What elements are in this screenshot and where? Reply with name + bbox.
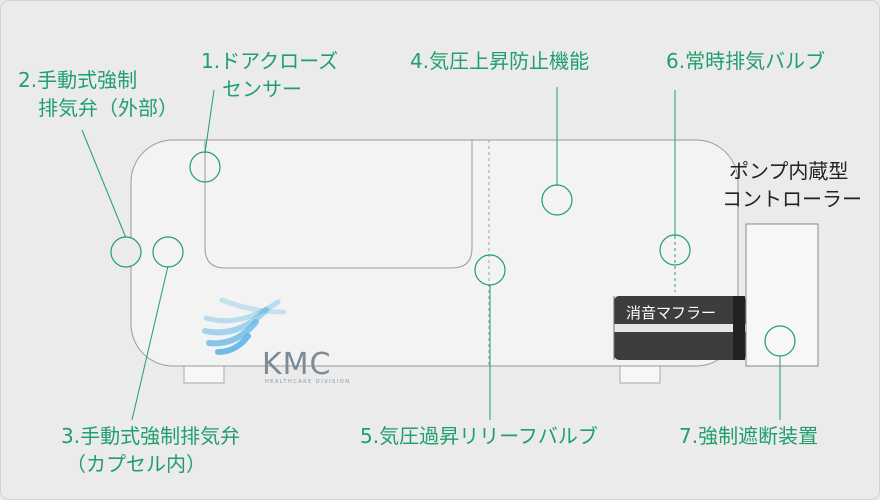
label-forced-shutoff-device: 7.強制遮断装置: [679, 424, 818, 448]
label-manual-valve-capsule-line1: 3.手動式強制排気弁: [61, 424, 240, 448]
label-overpressure-relief-valve: 5.気圧過昇リリーフバルブ: [360, 424, 598, 448]
label-manual-valve-external-line1: 2.手動式強制: [18, 68, 137, 92]
capsule-foot-right: [619, 365, 661, 384]
label-door-sensor-line1: 1.ドアクローズ: [201, 49, 338, 73]
part-markers: [110, 151, 796, 357]
marker-4: [541, 184, 573, 216]
leader-lines: [81, 87, 781, 421]
kmc-logo: KMC HEALTHCARE DIVISION: [202, 297, 350, 385]
leader-3: [131, 265, 169, 421]
capsule-foot-left: [183, 365, 225, 384]
logo-subtitle: HEALTHCARE DIVISION: [265, 379, 350, 385]
label-door-sensor-line2: センサー: [222, 77, 302, 101]
logo-wave-icon: [202, 297, 287, 355]
label-manual-valve-external-line2: 排気弁（外部）: [38, 96, 178, 120]
label-pressure-rise-prevention: 4.気圧上昇防止機能: [410, 49, 589, 73]
pump-controller-box[interactable]: [745, 223, 819, 367]
marker-5: [474, 254, 506, 286]
logo-name: KMC: [262, 347, 332, 382]
silencer-muffler[interactable]: [614, 296, 746, 360]
label-pump-controller-line2: コントローラー: [722, 187, 862, 211]
marker-6: [659, 234, 691, 266]
marker-1: [189, 151, 221, 183]
label-pump-controller-line1: ポンプ内蔵型: [729, 159, 848, 183]
marker-2: [110, 236, 142, 268]
label-silencer-muffler: 消音マフラー: [626, 304, 716, 322]
label-manual-valve-capsule-line2: （カプセル内）: [66, 452, 206, 476]
capsule-door[interactable]: [204, 139, 473, 269]
label-constant-exhaust-valve: 6.常時排気バルブ: [666, 49, 825, 73]
marker-7: [764, 325, 796, 357]
leader-2: [81, 129, 127, 239]
marker-3: [152, 236, 184, 268]
leader-1: [204, 89, 215, 154]
